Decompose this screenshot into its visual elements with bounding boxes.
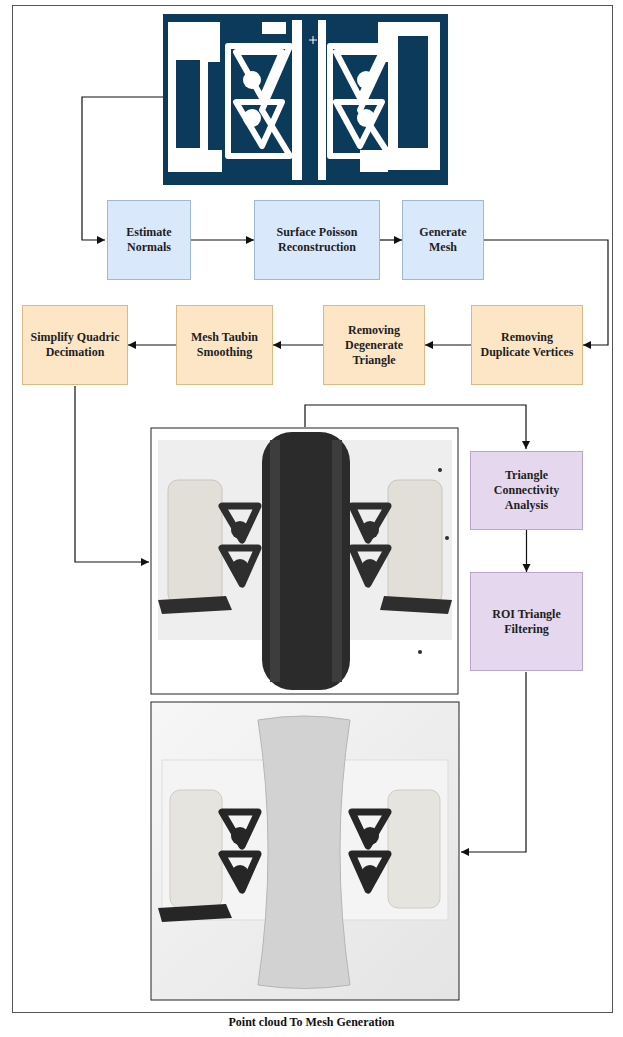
point-cloud-image-part-part — [388, 22, 440, 170]
point-cloud-image-part — [243, 71, 375, 127]
filtered-mesh-image-part-part — [352, 812, 388, 846]
flow-arrow — [273, 344, 323, 345]
point-cloud-image-part-part — [292, 20, 302, 180]
point-cloud-image-part-part — [208, 150, 222, 172]
filtered-mesh-image-part — [151, 702, 459, 1000]
outer-border — [13, 6, 613, 1013]
filtered-mesh-image-part-part — [158, 904, 232, 922]
flow-arrow — [484, 240, 608, 345]
process-box: Surface Poisson Reconstruction — [254, 200, 380, 280]
filtered-mesh-image-part-part — [231, 865, 249, 883]
flow-line-part — [461, 672, 526, 852]
process-box: Triangle Connectivity Analysis — [470, 451, 583, 530]
raw-mesh-image-part — [168, 480, 222, 604]
point-cloud-image-part-part — [228, 46, 290, 156]
point-cloud-image-part — [176, 36, 428, 148]
process-box: Mesh Taubin Smoothing — [176, 305, 273, 385]
process-box: ROI Triangle Filtering — [470, 572, 583, 671]
box-label: Estimate Normals — [114, 225, 184, 255]
point-cloud-image-part — [309, 36, 317, 44]
raw-mesh-image-part-part — [352, 548, 388, 584]
raw-mesh-image — [151, 428, 458, 694]
point-cloud-image-part — [168, 20, 440, 180]
point-cloud-image-part-part — [168, 22, 208, 172]
box-label: Simplify Quadric Decimation — [29, 330, 121, 360]
flow-line-part — [305, 405, 526, 449]
point-cloud-image-part-part — [357, 109, 375, 127]
point-cloud-image-part-part — [236, 102, 282, 146]
raw-mesh-image-part — [151, 428, 458, 694]
raw-mesh-image-part-part — [231, 521, 249, 539]
filtered-mesh-image-part-part — [222, 854, 258, 890]
raw-mesh-image-part-part — [222, 506, 258, 540]
process-box: Removing Degenerate Triangle — [323, 305, 425, 385]
point-cloud-image-part-part — [243, 109, 261, 127]
point-cloud-image-part-part — [313, 36, 314, 44]
point-cloud-image-part — [163, 14, 448, 185]
raw-mesh-image-part-part — [438, 468, 442, 472]
filtered-mesh-image-part — [258, 716, 350, 989]
box-label: Removing Duplicate Vertices — [478, 330, 576, 360]
raw-mesh-image-part — [332, 440, 342, 682]
point-cloud-image-part-part — [176, 60, 200, 148]
box-label: Triangle Connectivity Analysis — [477, 468, 576, 513]
filtered-mesh-image-part-part — [222, 812, 258, 846]
raw-mesh-image-part-part — [158, 596, 232, 614]
point-cloud-image-part-part — [398, 36, 428, 148]
box-label: Removing Degenerate Triangle — [330, 323, 418, 368]
raw-mesh-image-part-part — [231, 559, 249, 577]
flow-line-part — [82, 97, 163, 240]
flow-line — [75, 97, 526, 852]
process-box: Removing Duplicate Vertices — [471, 305, 583, 385]
filtered-mesh-image-part — [388, 790, 440, 908]
process-box: Generate Mesh — [402, 200, 484, 280]
raw-mesh-image-part-part — [361, 521, 379, 539]
point-cloud-image-part-part — [330, 46, 390, 156]
flow-line-part — [75, 386, 149, 562]
box-label: Surface Poisson Reconstruction — [261, 225, 373, 255]
point-cloud-image-part-part — [318, 20, 326, 180]
flow-arrow — [128, 344, 176, 345]
point-cloud-image-part-part — [243, 71, 261, 89]
filtered-mesh-image-part-part — [231, 827, 249, 845]
point-cloud-image — [163, 14, 448, 185]
flow-arrow — [191, 239, 254, 240]
box-label: ROI Triangle Filtering — [477, 607, 576, 637]
filtered-mesh-image-part-part — [352, 854, 388, 890]
raw-mesh-image-part-part — [380, 596, 452, 614]
flow-arrow — [380, 239, 402, 240]
point-cloud-image-part-part — [357, 71, 375, 89]
raw-mesh-image-part-part — [418, 650, 422, 654]
filtered-mesh-image — [151, 702, 459, 1000]
raw-mesh-image-part-part — [222, 548, 258, 584]
raw-mesh-image-part-part — [352, 506, 388, 540]
filtered-mesh-image-part-part — [361, 865, 379, 883]
caption-text: Point cloud To Mesh Generation — [228, 1015, 394, 1029]
point-cloud-image-part-part — [208, 22, 220, 62]
filtered-mesh-image-part — [170, 790, 222, 908]
raw-mesh-image-part — [388, 480, 442, 604]
process-box: Simplify Quadric Decimation — [22, 305, 128, 385]
box-label: Mesh Taubin Smoothing — [183, 330, 266, 360]
process-box: Estimate Normals — [107, 200, 191, 280]
raw-mesh-image-part — [262, 432, 350, 690]
point-cloud-image-part — [228, 46, 390, 156]
point-cloud-image-part-part — [262, 22, 286, 34]
filtered-mesh-image-part-part — [361, 827, 379, 845]
flow-arrow — [526, 530, 527, 572]
flow-arrow — [425, 344, 471, 345]
figure-caption: Point cloud To Mesh Generation — [0, 1015, 623, 1030]
raw-mesh-image-part-part — [445, 536, 449, 540]
raw-mesh-image-part — [270, 440, 280, 682]
raw-mesh-image-part-part — [361, 559, 379, 577]
box-label: Generate Mesh — [409, 225, 477, 255]
